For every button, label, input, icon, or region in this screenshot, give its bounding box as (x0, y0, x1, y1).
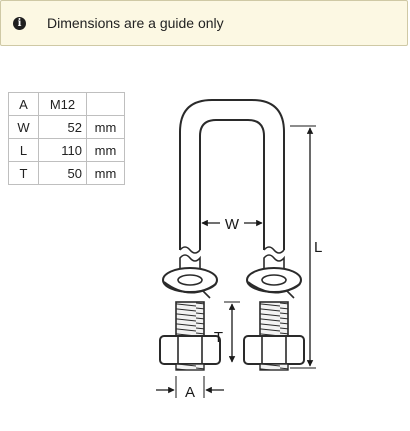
right-thread (259, 301, 289, 337)
info-icon: i (13, 17, 26, 30)
dim-value: 50 (38, 161, 87, 185)
left-leg-break (179, 246, 201, 254)
dim-value: M12 (38, 92, 87, 116)
dim-unit: mm (86, 138, 125, 162)
table-row: T 50 mm (8, 161, 125, 185)
right-leg-break (263, 246, 285, 254)
dim-unit (86, 92, 125, 116)
t-dimension: T (214, 301, 240, 363)
dim-symbol: A (8, 92, 39, 116)
dimensions-table: A M12 W 52 mm L 110 mm T 50 mm (8, 92, 125, 185)
t-label: T (214, 329, 223, 346)
dim-value: 110 (38, 138, 87, 162)
right-spring-washer (246, 267, 302, 299)
w-label: W (225, 216, 240, 233)
dim-symbol: L (8, 138, 39, 162)
dim-unit: mm (86, 115, 125, 139)
u-bolt-body (179, 99, 285, 250)
l-dimension: L (290, 125, 322, 369)
dim-symbol: W (8, 115, 39, 139)
table-row: W 52 mm (8, 115, 125, 139)
l-label: L (314, 239, 322, 256)
a-label: A (185, 384, 195, 401)
dim-symbol: T (8, 161, 39, 185)
guide-notice: i Dimensions are a guide only (0, 0, 408, 46)
right-hex-nut (243, 335, 305, 371)
u-bolt-diagram: W L T A (156, 99, 322, 401)
dim-unit: mm (86, 161, 125, 185)
notice-text: Dimensions are a guide only (47, 15, 224, 31)
left-thread (175, 301, 205, 337)
table-row: A M12 (8, 92, 125, 116)
left-spring-washer (162, 267, 218, 299)
a-dimension: A (156, 376, 224, 401)
u-bolt-body-inner (199, 119, 265, 250)
w-dimension: W (201, 216, 263, 233)
left-hex-nut (159, 335, 221, 371)
table-row: L 110 mm (8, 138, 125, 162)
dim-value: 52 (38, 115, 87, 139)
